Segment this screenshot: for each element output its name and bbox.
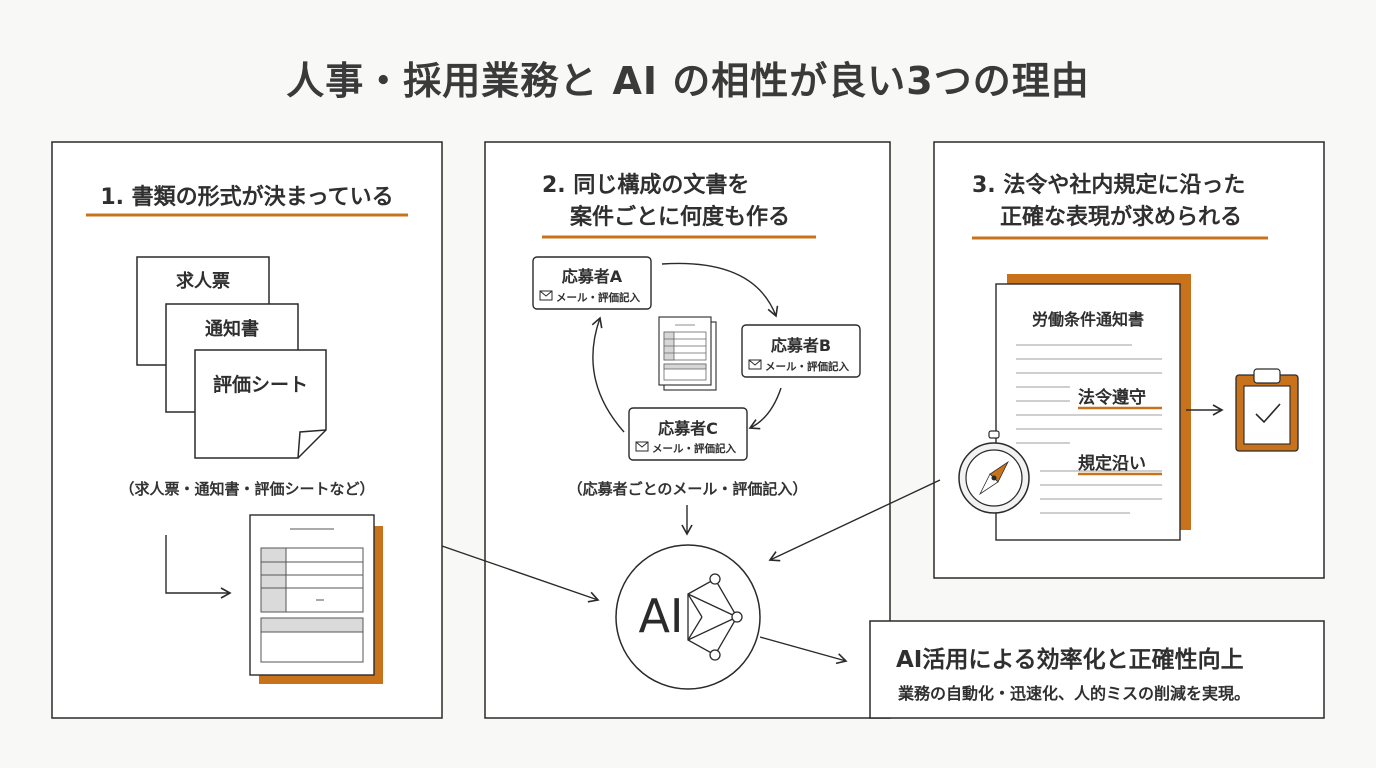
tag-compliance: 法令遵守 [1078,388,1146,408]
compass-icon [958,430,1030,514]
applicant-a-name: 応募者A [561,267,623,286]
result-box-frame [869,620,1325,719]
doc-card-3-fold [297,429,327,459]
panel-2-heading-line1: 2. 同じ構成の文書を [542,173,750,198]
cycle-arrow-b-to-c [748,387,782,430]
mail-icon [748,359,762,370]
panel-3-heading-line2: 正確な表現が求められる [1000,205,1243,230]
doc-card-label-1: 求人票 [176,271,230,292]
mail-icon [635,441,649,452]
arrow-panel1-to-ai [441,545,600,603]
applicant-c-detail: メール・評価記入 [652,443,736,455]
applicant-a-box [532,256,652,310]
panel-2-note: （応募者ごとのメール・評価記入） [567,480,808,498]
result-subtitle: 業務の自動化・迅速化、人的ミスの削減を実現。 [898,684,1251,703]
page-title: 人事・採用業務と AI の相性が良い3つの理由 [286,59,1090,103]
arrow-ai-to-result [759,636,848,665]
contract-doc [995,283,1181,541]
applicant-b-detail: メール・評価記入 [765,361,849,373]
applicant-c-name: 応募者C [658,419,718,438]
contract-doc-lines [1016,344,1162,514]
applicant-b-name: 応募者B [770,336,832,355]
applicant-b-box [741,324,861,378]
clipboard-check-icon [1235,368,1299,452]
panel-1-arrow-to-form [165,535,232,599]
panel-1-note: （求人票・通知書・評価シートなど） [119,480,375,498]
panel-2-heading-line2: 案件ごとに何度も作る [570,205,791,230]
network-icon [687,573,743,661]
doc-card-label-2: 通知書 [205,319,259,340]
applicant-a-detail: メール・評価記入 [556,292,640,304]
mail-icon [539,290,553,301]
center-doc-lines [663,324,707,381]
applicant-c-box [628,407,748,461]
ai-label: AI [638,589,684,643]
contract-doc-title: 労働条件通知書 [1031,310,1144,329]
tag-regulation: 規定沿い [1078,454,1146,474]
result-title: AI活用による効率化と正確性向上 [896,647,1244,673]
form-doc-lines [260,528,364,663]
doc-card-3 [194,349,327,459]
cycle-arrow-a-to-b [661,262,779,318]
doc-card-label-3: 評価シート [212,374,308,396]
arrow-panel3-to-ai [768,479,941,562]
panel-3-heading-line1: 3. 法令や社内規定に沿った [972,173,1246,198]
cycle-arrow-c-to-a [591,316,625,433]
panel-1-heading: 1. 書類の形式が決まっている [100,185,394,210]
